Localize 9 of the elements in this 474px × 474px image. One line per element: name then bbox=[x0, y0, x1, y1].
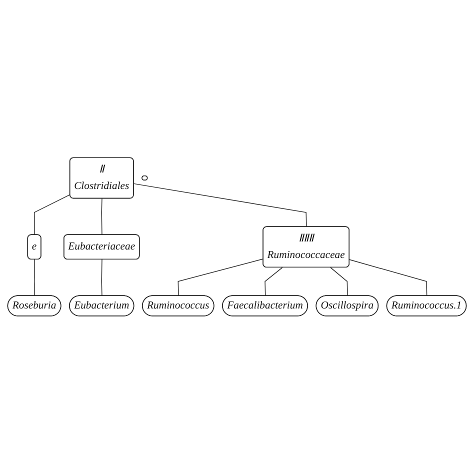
connector bbox=[264, 267, 283, 297]
connector bbox=[178, 258, 264, 297]
connector bbox=[34, 259, 36, 297]
connector bbox=[101, 259, 102, 297]
connector bbox=[133, 184, 307, 228]
connector bbox=[349, 259, 428, 297]
connector bbox=[34, 194, 71, 236]
connector bbox=[101, 198, 102, 236]
connector bbox=[330, 267, 348, 297]
